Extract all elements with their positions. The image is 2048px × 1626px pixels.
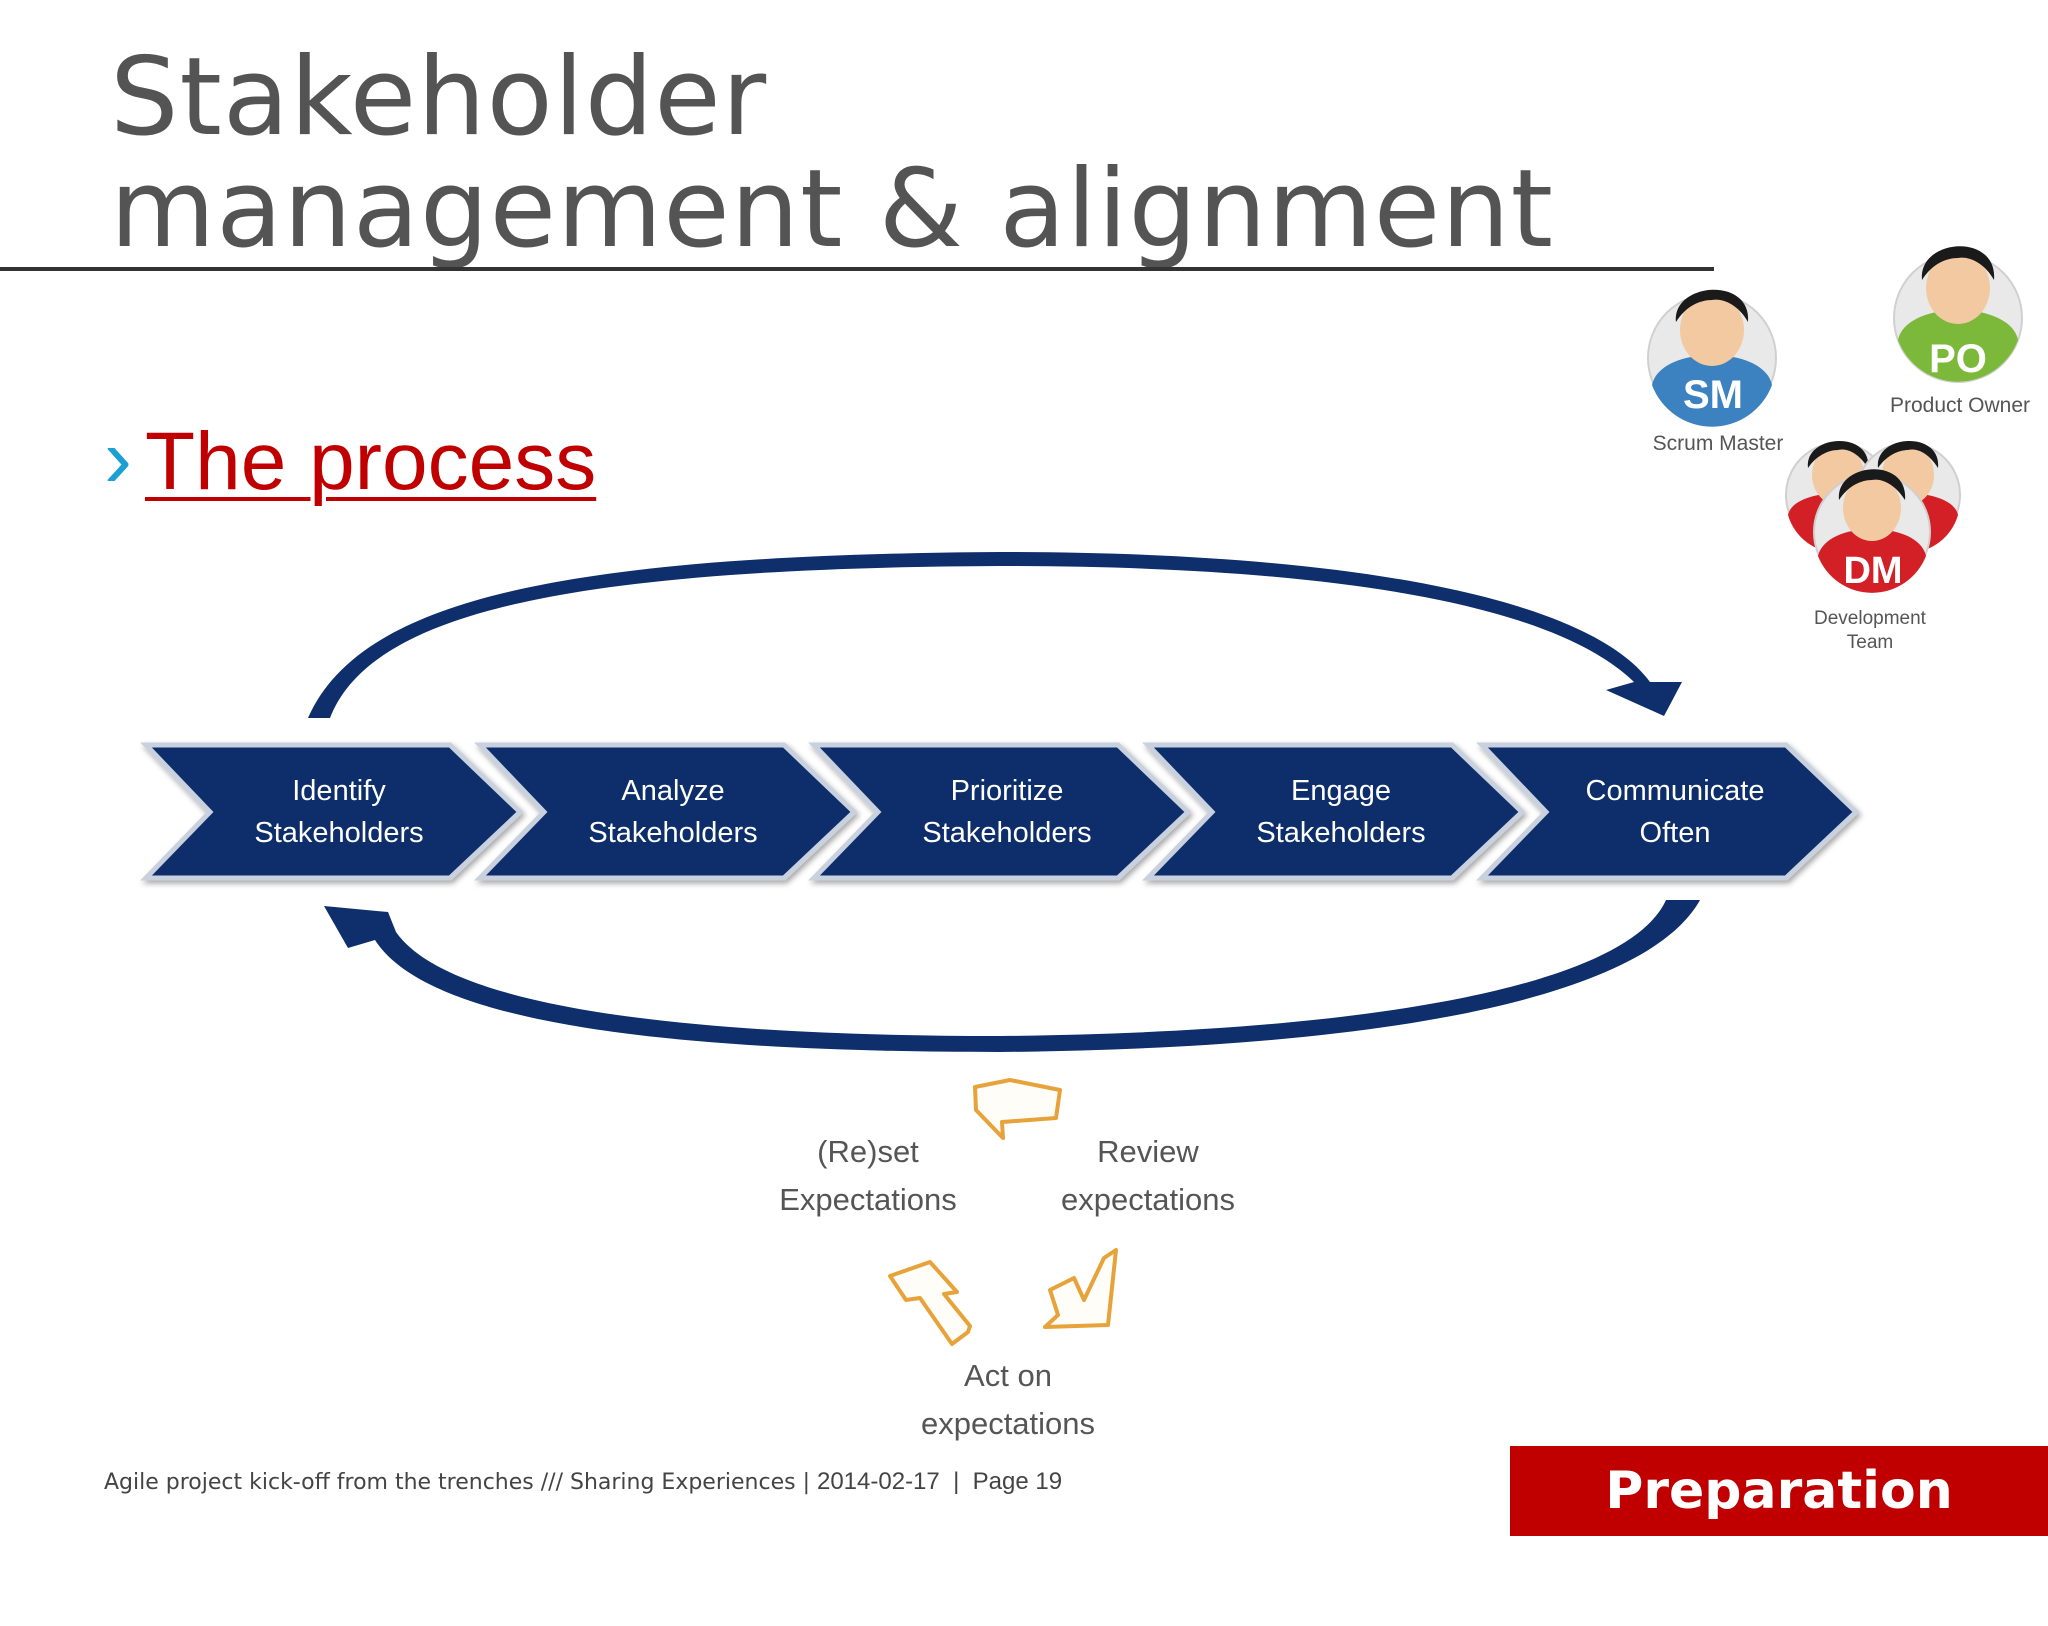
dm-label-line-1: Development — [1814, 608, 1927, 629]
chevron-engage — [1142, 742, 1526, 881]
cycle-arrow-right-icon — [1043, 1248, 1118, 1329]
sm-badge: SM — [1683, 373, 1743, 417]
top-cycle-arrow — [308, 552, 1682, 718]
cycle-reset-line-1: (Re)set — [817, 1134, 919, 1169]
step-5-line-2: Often — [1640, 817, 1711, 849]
chevron-communicate — [1476, 742, 1860, 881]
cycle-arrow-left-icon — [888, 1260, 972, 1346]
phase-banner: Preparation phase — [1510, 1446, 2048, 1611]
footer-page-number: Page 19 — [972, 1468, 1063, 1495]
subtitle-link[interactable]: The process — [145, 416, 597, 507]
footer-separator: | — [939, 1468, 973, 1495]
development-team-avatar: DM Development Team — [1785, 440, 1961, 653]
cycle-reset-line-2: Expectations — [779, 1182, 957, 1217]
step-3-line-1: Prioritize — [951, 775, 1064, 807]
po-label: Product Owner — [1890, 394, 2030, 417]
product-owner-avatar: PO Product Owner — [1890, 246, 2030, 417]
footer-date: 2014-02-17 — [816, 1468, 940, 1495]
step-4-line-1: Engage — [1291, 775, 1391, 807]
cycle-review-line-2: expectations — [1061, 1182, 1235, 1217]
chevron-labels: Identify Stakeholders Analyze Stakeholde… — [254, 775, 1764, 849]
chevron-analyze — [474, 742, 858, 881]
expectation-cycle-arrows — [888, 1078, 1118, 1346]
chevron-identify — [140, 742, 524, 881]
footer-text: Agile project kick-off from the trenches… — [104, 1470, 817, 1495]
cycle-arrow-top-icon — [973, 1078, 1062, 1140]
step-2-line-2: Stakeholders — [588, 817, 757, 849]
step-3-line-2: Stakeholders — [922, 817, 1091, 849]
bullet-chevron-icon: › — [104, 411, 132, 505]
chevron-prioritize — [808, 742, 1192, 881]
step-1-line-1: Identify — [292, 775, 386, 807]
cycle-review-line-1: Review — [1097, 1134, 1199, 1169]
step-1-line-2: Stakeholders — [254, 817, 423, 849]
step-4-line-2: Stakeholders — [1256, 817, 1425, 849]
step-2-line-1: Analyze — [621, 775, 724, 807]
slide-title: Stakeholder management & alignment — [110, 42, 1554, 266]
title-underline-rule — [0, 267, 1714, 271]
dm-badge: DM — [1843, 550, 1902, 592]
title-line-1: Stakeholder — [110, 35, 768, 160]
cycle-act-line-2: expectations — [921, 1406, 1095, 1441]
dm-label-line-2: Team — [1847, 632, 1893, 653]
bottom-cycle-arrow — [324, 900, 1700, 1052]
process-diagram: Identify Stakeholders Analyze Stakeholde… — [140, 246, 2030, 1441]
po-badge: PO — [1929, 337, 1987, 381]
process-chevrons — [140, 742, 1860, 881]
scrum-master-avatar: SM Scrum Master — [1647, 289, 1784, 455]
step-5-line-1: Communicate — [1586, 775, 1765, 807]
title-line-2: management & alignment — [110, 147, 1554, 272]
sm-label: Scrum Master — [1653, 432, 1784, 455]
footer: Agile project kick-off from the trenches… — [104, 1468, 1062, 1496]
expectation-labels: (Re)set Expectations Review expectations… — [779, 1134, 1235, 1441]
cycle-act-line-1: Act on — [964, 1358, 1052, 1393]
